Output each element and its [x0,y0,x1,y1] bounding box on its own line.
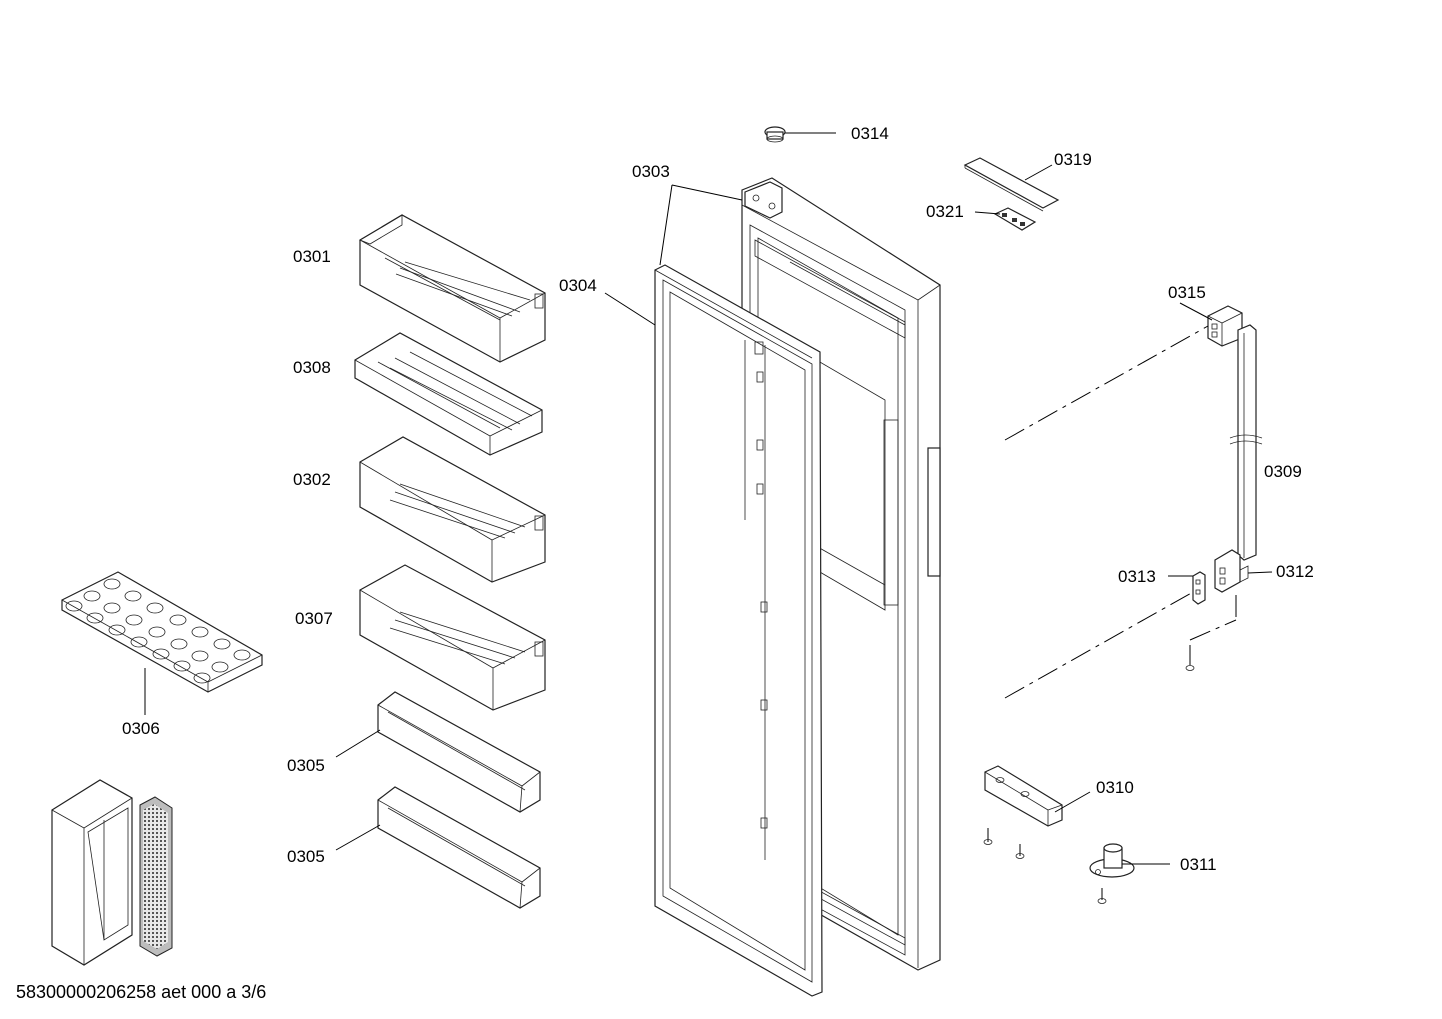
vertical-strip-part-0309 [1229,324,1263,561]
label-0321: 0321 [926,202,964,221]
filter-mesh [139,796,173,957]
drawing-caption: 58300000206258 aet 000 a 3/6 [16,982,266,1002]
screw-icon [1015,844,1025,859]
label-0304: 0304 [559,276,597,295]
bracket-part-0313 [1192,571,1206,605]
hinge-part-0312 [1214,549,1249,593]
label-0311: 0311 [1180,855,1217,874]
door-shelf-part-0308 [354,332,543,456]
lower-hinge-part-0310 [984,765,1063,827]
door-shelf-part-0307 [359,564,546,711]
screw-icon [1097,888,1107,904]
label-0312: 0312 [1276,562,1314,581]
door-gasket-part-0304 [654,264,823,997]
board-part-0321 [993,207,1037,231]
label-0303: 0303 [632,162,670,181]
label-0315: 0315 [1168,283,1206,302]
label-0302: 0302 [293,470,331,489]
label-0301: 0301 [293,247,331,266]
filter-housing [51,779,133,966]
door-shelf-part-0302 [359,436,546,583]
label-0309: 0309 [1264,462,1302,481]
label-0305-lower: 0305 [287,847,325,866]
cover-plate-part-0319 [963,157,1060,212]
screw-icon [983,828,993,845]
label-0310: 0310 [1096,778,1134,797]
label-0313: 0313 [1118,567,1156,586]
door-shelf-part-0301 [359,214,546,363]
cap-part-0314 [764,126,786,143]
label-0307: 0307 [295,609,333,628]
egg-tray-part-0306 [61,571,263,693]
assembly-line-screw [1189,619,1237,641]
assembly-line-lower [1004,591,1194,699]
bottle-shelf-part-0305-lower [377,786,541,909]
bottle-shelf-part-0305-upper [377,691,541,813]
label-0319: 0319 [1054,150,1092,169]
label-0306: 0306 [122,719,160,738]
label-0308: 0308 [293,358,331,377]
label-0305-upper: 0305 [287,756,325,775]
hinge-pin-part-0311 [1089,843,1135,878]
screw-icon [1185,645,1195,671]
assembly-line-upper [1004,325,1209,441]
label-0314: 0314 [851,124,889,143]
leader-lines [144,132,1273,865]
hinge-cap-part-0315 [1207,305,1243,347]
